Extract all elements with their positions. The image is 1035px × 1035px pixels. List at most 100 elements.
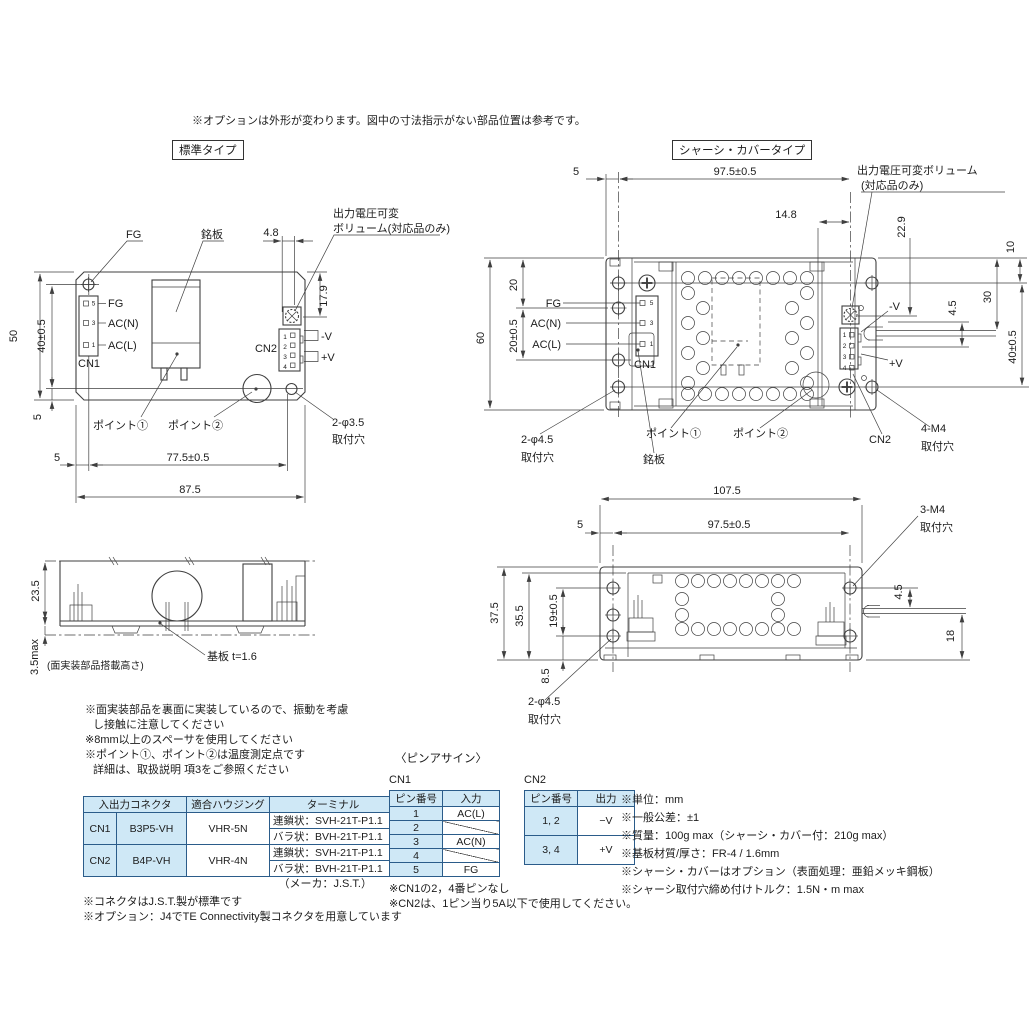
side-dim-23-5: 23.5 [30,580,42,601]
ct-dim-97-5: 97.5±0.5 [714,166,757,178]
handling-notes: ※面実装部品を裏面に実装しているので、振動を考慮 し接触に注意してください ※8… [85,703,348,778]
std-cn1-pin3: 3 [92,320,96,327]
ct-vminus-label: -V [889,301,901,313]
cn1-col-pin: ピン番号 [389,790,443,807]
std-hole-callout-1: 2-φ3.5 [332,417,364,429]
col-io-connector: 入出力コネクタ [83,796,187,813]
ct-hole-callout-1: 2-φ4.5 [521,434,553,446]
ct-cn1-pin5: 5 [650,300,654,307]
spec-note-line: ※単位：mm [621,794,684,806]
ct-signal-acn: AC(N) [530,318,561,330]
cs-hole-callout-2: 取付穴 [528,712,561,726]
ct-dim-40: 40±0.5 [1007,330,1019,364]
std-dim-5-bottom: 5 [54,452,60,464]
ct-volume-callout-2: (対応品のみ) [861,178,923,192]
std-volume-callout-1: 出力電圧可変 [333,206,399,220]
table-cell-cn2-housing: VHR-4N [186,844,270,877]
cs-dim-37-5: 37.5 [489,602,501,623]
std-signal-acl: AC(L) [108,340,137,352]
chassis-top-internal [563,277,996,399]
connector-table: 入出力コネクタ 適合ハウジング ターミナル CN1 B3P5-VH VHR-5N… [83,796,397,877]
pin-note-line: ※CN2は、1ピン当り5A以下で使用してください。 [389,898,638,910]
handling-note-line: ※面実装部品を裏面に実装しているので、振動を考慮 [85,704,349,716]
cs-dim-19: 19±0.5 [548,594,560,628]
ct-hole-callout-2: 取付穴 [521,450,554,464]
cs-m4-callout-1: 3-M4 [920,504,945,516]
chassis-type-label: シャーシ・カバータイプ [672,140,813,160]
cn1-table-label: CN1 [389,774,412,786]
ct-volume-callout-1: 出力電圧可変ボリューム [857,163,978,177]
cs-dim-5: 5 [577,519,583,531]
ct-cn2-label: CN2 [869,434,891,446]
spec-notes: ※単位：mm ※一般公差：±1 ※質量：100g max（シャーシ・カバー付：2… [621,791,940,899]
std-signal-acn: AC(N) [108,318,139,330]
spec-note-line: ※基板材質/厚さ：FR-4 / 1.6mm [621,848,780,860]
cs-dim-4-5: 4.5 [893,584,905,599]
cn1-pin-cell: 1 [389,806,443,821]
std-cn2-pin3: 3 [283,354,287,361]
cn1-val-cell-none [442,820,500,835]
table-cell-cn2-terminal-loose: バラ状：BVH-21T-P1.1 [269,860,397,877]
ct-dim-60: 60 [475,332,487,344]
cn2-col-pin: ピン番号 [524,790,578,807]
ct-cn1-pin3: 3 [650,320,654,327]
std-vminus-label: -V [321,331,333,343]
table-cell-cn1-housing: VHR-5N [186,812,270,845]
cn1-val-cell: AC(N) [442,834,500,849]
ct-m4-callout-2: 取付穴 [921,439,954,453]
cn1-pin-cell: 5 [389,862,443,877]
ct-cn1-pin1: 1 [650,341,654,348]
cs-dim-107-5: 107.5 [713,485,741,497]
table-cell-cn2: CN2 [83,844,117,877]
ct-vplus-label: +V [889,358,903,370]
std-point2-label: ポイント② [168,419,223,432]
table-cell-cn2-terminal-chain: 連鎖状：SVH-21T-P1.1 [269,844,397,861]
cn2-pin-cell: 3, 4 [524,835,578,865]
cs-m4-callout-2: 取付穴 [920,520,953,534]
chassis-top-chain-lines [618,172,851,420]
std-cn2-pin4: 4 [283,364,287,371]
chassis-top-texts: 5 97.5±0.5 出力電圧可変ボリューム (対応品のみ) 14.8 22.9… [475,163,1019,466]
std-top-texts: FG 銘板 4.8 出力電圧可変 ボリューム(対応品のみ) 17.9 50 40… [8,206,450,496]
ct-point1-label: ポイント① [646,427,701,440]
std-side-outline [45,556,318,636]
std-cn1-pin5: 5 [92,301,96,308]
std-vplus-label: +V [321,352,335,364]
ct-cn2-pin3: 3 [843,354,847,361]
handling-note-line: ※ポイント①、ポイント②は温度測定点です [85,749,305,761]
ct-cn1-label: CN1 [634,359,656,371]
table-cell-cn1-part: B3P5-VH [116,812,187,845]
ct-dim-20-05: 20±0.5 [508,319,520,353]
cn1-pin-cell: 4 [389,848,443,863]
std-dim-4-8: 4.8 [263,227,278,239]
ct-dim-5: 5 [573,166,579,178]
std-top-components [78,277,319,404]
cs-dim-8-5: 8.5 [540,668,552,683]
chassis-top-dimensions [484,174,1029,411]
spec-note-line: ※シャーシ・カバーはオプション（表面処理：亜鉛メッキ鋼板） [621,866,940,878]
std-volume-callout-2: ボリューム(対応品のみ) [333,221,450,235]
ct-dim-20: 20 [508,279,520,291]
side-dim-3-5max: 3.5max [29,638,41,675]
connector-table-block: 入出力コネクタ 適合ハウジング ターミナル CN1 B3P5-VH VHR-5N… [83,796,402,925]
std-fg-callout: FG [126,229,141,241]
cn1-pin-cell: 3 [389,834,443,849]
cn2-val-cell: +V [577,835,635,865]
col-terminal: ターミナル [269,796,397,813]
chassis-side-vent-holes [675,574,801,636]
std-side-dimensions: 23.5 3.5max (面実装部品搭載高さ) 基板 t=1.6 [29,562,257,675]
chassis-top-leader-lines [539,191,1005,454]
cn1-col-input: 入力 [442,790,500,807]
std-dim-87-5: 87.5 [179,484,200,496]
std-signal-fg: FG [108,298,123,310]
std-cn2-pin1: 1 [283,334,287,341]
side-pcb-label: 基板 t=1.6 [207,649,257,663]
cn2-pin-table: ピン番号 出力 1, 2−V 3, 4+V [524,790,635,865]
ct-dim-30: 30 [982,291,994,303]
cs-dim-97-5: 97.5±0.5 [708,519,751,531]
chassis-side-outline [599,566,863,661]
cs-hole-callout-1: 2-φ4.5 [528,696,560,708]
cs-dim-18: 18 [945,630,957,642]
